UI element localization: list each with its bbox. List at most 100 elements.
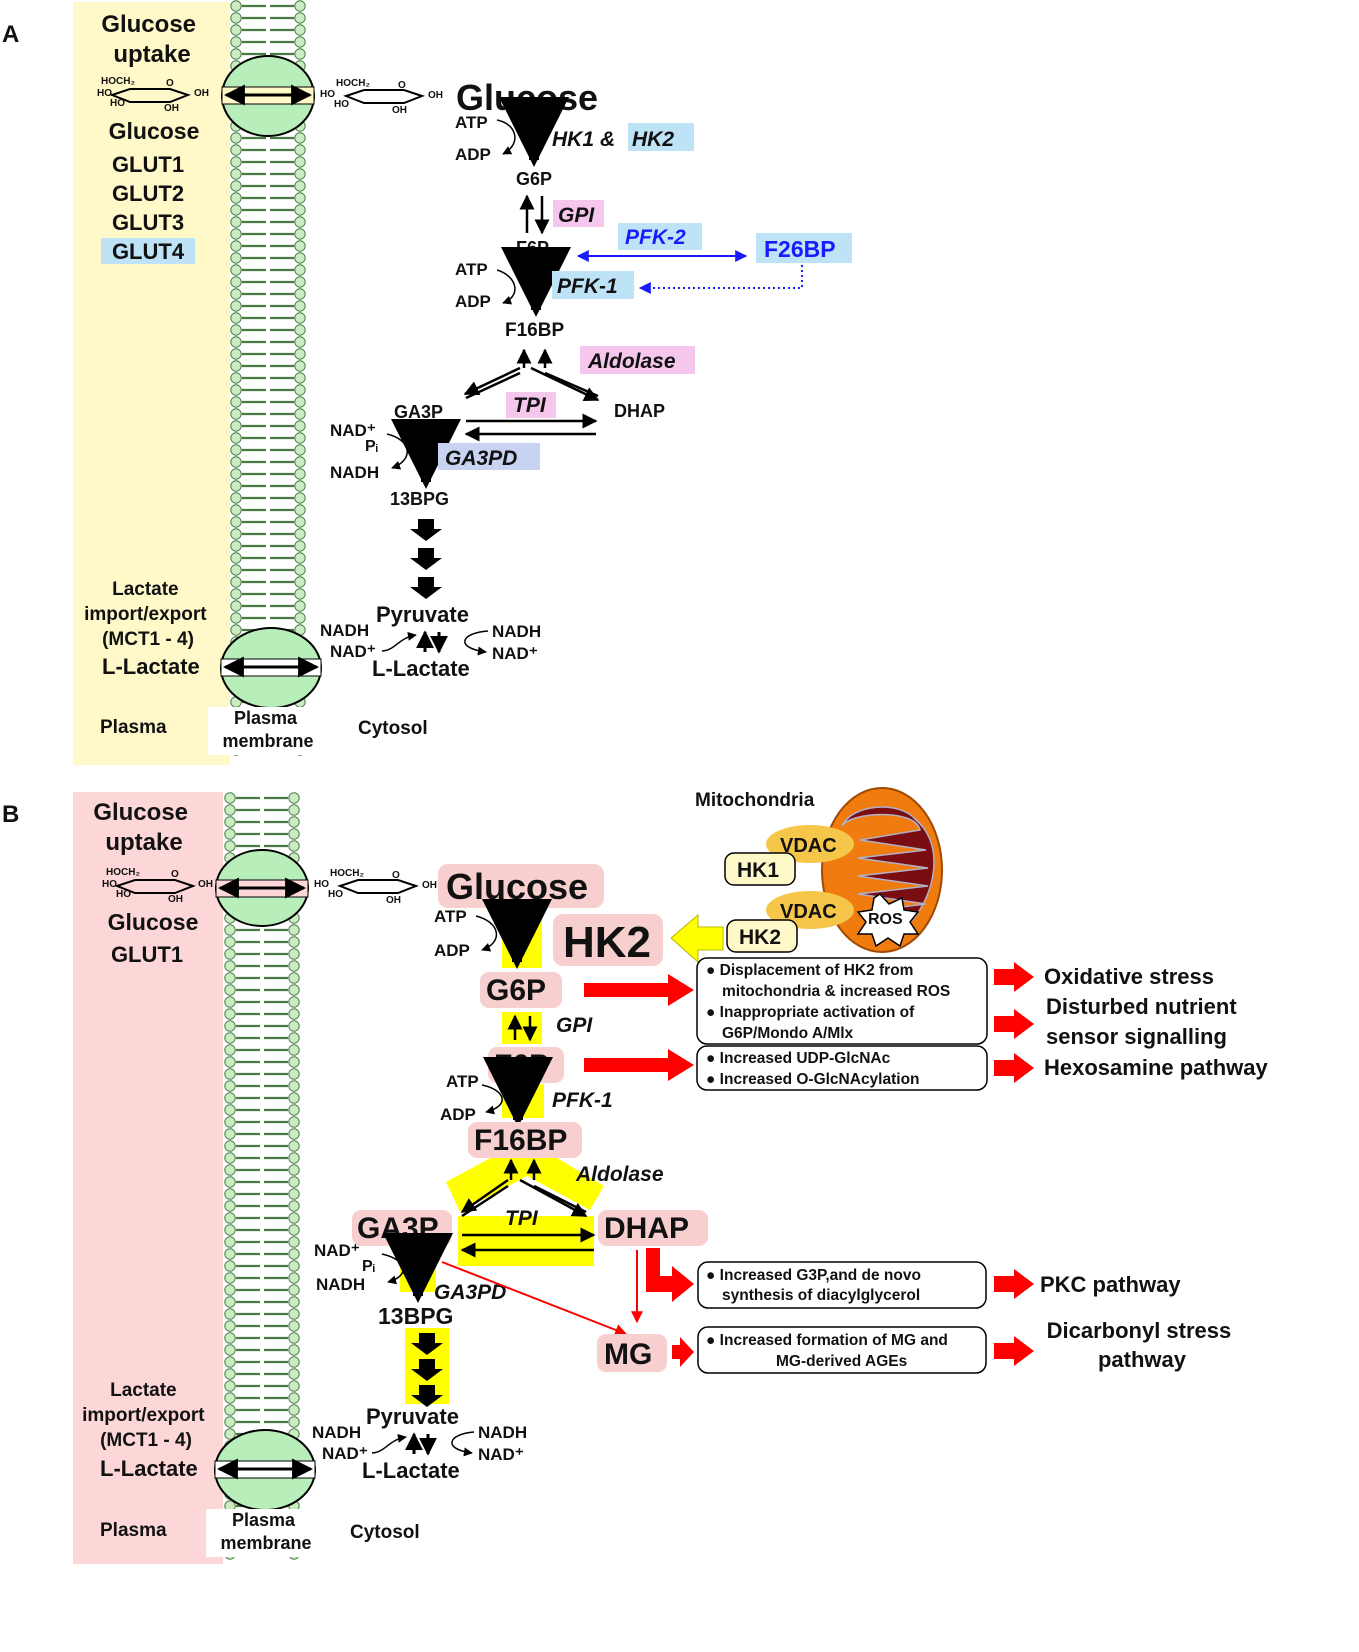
lipid-head [230, 312, 242, 324]
lipid-head [224, 936, 236, 948]
lipid-head [288, 1080, 300, 1092]
nadh-label: NADH [492, 622, 541, 641]
hk2-mito-label: HK2 [739, 926, 781, 949]
mg-label: MG [604, 1338, 652, 1371]
lipid-head [224, 924, 236, 936]
lipid-head [230, 408, 242, 420]
lipid-head [294, 396, 306, 408]
lipid-head [288, 1260, 300, 1272]
svg-text:HO: HO [320, 89, 335, 100]
lactate-transporter-a [220, 627, 322, 709]
lipid-head [230, 480, 242, 492]
svg-text:HOCH₂: HOCH₂ [101, 76, 135, 87]
lipid-head [294, 48, 306, 60]
lipid-head [288, 924, 300, 936]
lipid-head [294, 300, 306, 312]
lipid-head [288, 1152, 300, 1164]
pkc-box [697, 1261, 987, 1309]
nad-label: NAD⁺ [314, 1241, 360, 1260]
plasma-label-a: Plasma [100, 717, 167, 738]
lipid-head [288, 840, 300, 852]
tpi-label-b: TPI [505, 1207, 539, 1230]
glucose-uptake-label-a: Glucose uptake [101, 11, 202, 68]
lipid-head [224, 1320, 236, 1332]
lipid-head [224, 1152, 236, 1164]
lipid-head [224, 1092, 236, 1104]
lipid-head [224, 1224, 236, 1236]
lipid-head [224, 1176, 236, 1188]
lipid-head [294, 288, 306, 300]
lipid-head [224, 1068, 236, 1080]
glucose-title-b: Glucose [446, 866, 588, 907]
lipid-head [288, 1284, 300, 1296]
lipid-head [224, 1008, 236, 1020]
pyruvate-label-b: Pyruvate [366, 1404, 459, 1429]
lipid-head [224, 828, 236, 840]
lipid-head [230, 216, 242, 228]
vdac-upper-label: VDAC [780, 835, 837, 857]
aldolase-arrows-a [463, 348, 600, 442]
lipid-head [230, 228, 242, 240]
lipid-head [288, 1368, 300, 1380]
f26bp-label: F26BP [764, 236, 836, 262]
atp-label: ATP [455, 113, 488, 132]
lipid-head [230, 528, 242, 540]
lipid-head [230, 360, 242, 372]
svg-text:HO: HO [110, 98, 125, 109]
lipid-head [288, 1104, 300, 1116]
hk2-effects-text: ● Displacement of HK2 from mitochondria … [706, 962, 955, 1042]
gpi-label-a: GPI [558, 204, 595, 227]
svg-text:O: O [392, 870, 400, 881]
lipid-head [288, 936, 300, 948]
multistep-arrows-a [410, 519, 442, 599]
glucose-transporter-a [221, 55, 315, 137]
panel-b: B Glucose uptake HOCH₂ HO HO O OH OH [2, 787, 1269, 1564]
nad-label: NAD⁺ [322, 1444, 368, 1463]
lipid-head [224, 1332, 236, 1344]
lipid-head [294, 528, 306, 540]
lipid-head [224, 816, 236, 828]
lipid-head [224, 1056, 236, 1068]
lipid-head [294, 420, 306, 432]
lipid-head [288, 1068, 300, 1080]
hexosamine-text: ● Increased UDP-GlcNAc ● Increased O-Glc… [706, 1050, 920, 1088]
adp-label: ADP [455, 145, 491, 164]
lipid-head [294, 612, 306, 624]
svg-text:HOCH₂: HOCH₂ [106, 867, 140, 878]
lipid-head [294, 216, 306, 228]
lipid-head [288, 1416, 300, 1428]
mg-text: ● Increased formation of MG and MG-deriv… [706, 1332, 952, 1370]
lipid-head [288, 1140, 300, 1152]
lipid-head [224, 1164, 236, 1176]
lipid-head [224, 1200, 236, 1212]
svg-text:OH: OH [386, 895, 401, 906]
nad-label: NAD⁺ [330, 421, 376, 440]
oxidative-stress-label: Oxidative stress [1044, 964, 1214, 989]
lipid-head [288, 1236, 300, 1248]
lipid-head [294, 252, 306, 264]
lipid-head [288, 1044, 300, 1056]
lipid-head [230, 384, 242, 396]
lipid-head [230, 336, 242, 348]
mitochondria-label: Mitochondria [695, 790, 815, 811]
ga3p-label-b: GA3P [357, 1212, 439, 1245]
lipid-head [294, 576, 306, 588]
lipid-head [294, 588, 306, 600]
lipid-head [294, 228, 306, 240]
glut2-label: GLUT2 [112, 181, 184, 206]
svg-text:HOCH₂: HOCH₂ [330, 868, 364, 879]
lipid-head [294, 444, 306, 456]
panel-b-label: B [2, 801, 19, 828]
glucose-molecule-icon: HOCH₂ HO HO O OH OH [102, 867, 213, 905]
lipid-head [288, 1008, 300, 1020]
svg-text:HO: HO [314, 879, 329, 890]
lipid-head [294, 384, 306, 396]
lipid-head [288, 1380, 300, 1392]
lipid-head [230, 552, 242, 564]
lipid-head [288, 1404, 300, 1416]
hk2-mito-box [726, 919, 798, 953]
lipid-head [294, 324, 306, 336]
ga3p-label-a: GA3P [394, 402, 443, 422]
glut1-label-b: GLUT1 [111, 942, 183, 967]
lipid-head [224, 1296, 236, 1308]
